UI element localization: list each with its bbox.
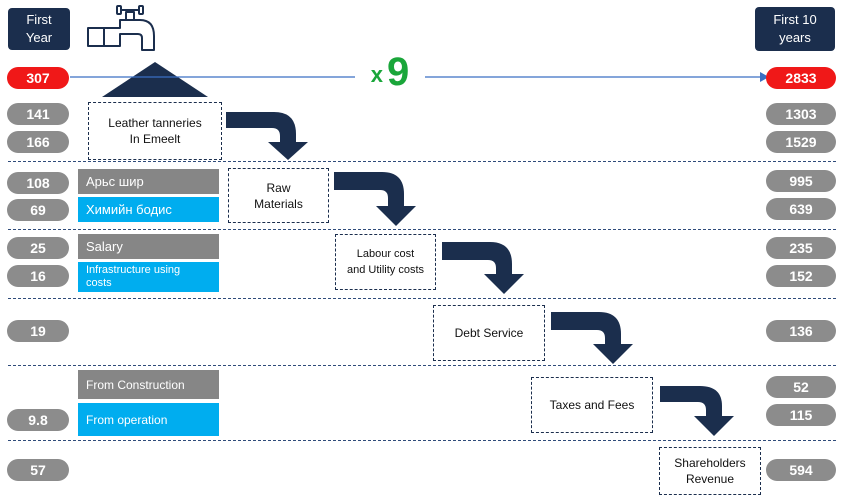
category-from-operation: From operation [78,403,219,436]
debt-service-label: Debt Service [454,326,524,340]
taxes-first-year-value: 9.8 [7,409,69,431]
leather-tanneries-line2: In Emeelt [129,132,181,146]
shareholders-10-years-value: 594 [766,459,836,481]
labour-1-10-years-value: 235 [766,237,836,259]
category-khimiin-bodis: Химийн бодис [78,197,219,222]
raw-2-first-year-value: 69 [7,199,69,221]
category-from-construction: From Construction [78,370,219,399]
first-10-years-header: First 10 years [755,7,835,51]
shareholders-line2: Revenue [685,472,735,486]
first-year-header: First Year [8,8,70,50]
leather-tanneries-box: Leather tanneries In Emeelt [88,102,222,160]
shareholders-line1: Shareholders [674,456,746,470]
raw-1-10-years-value: 995 [766,170,836,192]
raw-materials-line1: Raw [266,180,291,195]
shareholders-revenue-box: Shareholders Revenue [659,447,761,495]
labour-cost-line2: and Utility costs [346,264,425,276]
labour-2-10-years-value: 152 [766,265,836,287]
first-10-years-label: First 10 years [773,12,817,45]
category-salary: Salary [78,234,219,259]
raw-materials-line2: Materials [254,196,303,211]
leather-tanneries-line1: Leather tanneries [108,116,202,130]
labour-1-first-year-value: 25 [7,237,69,259]
curved-arrow-down-icon [551,312,633,364]
labour-2-first-year-value: 16 [7,265,69,287]
total-10-years-value: 2833 [766,67,836,89]
shareholders-first-year-value: 57 [7,459,69,481]
labour-cost-box: Labour cost and Utility costs [335,234,436,290]
multiplier-x: x [370,62,383,87]
water-drop-icon [102,62,208,97]
taxes-2-10-years-value: 115 [766,404,836,426]
category-arhs-shir: Арьс шир [78,169,219,194]
separator-2 [8,229,836,230]
leather-1-first-year-value: 141 [7,103,69,125]
leather-2-first-year-value: 166 [7,131,69,153]
curved-arrow-down-icon [226,112,308,160]
debt-service-box: Debt Service [433,305,545,361]
debt-10-years-value: 136 [766,320,836,342]
taxes-fees-label: Taxes and Fees [549,398,635,412]
raw-2-10-years-value: 639 [766,198,836,220]
debt-first-year-value: 19 [7,320,69,342]
first-year-label: First Year [25,12,53,45]
curved-arrow-down-icon [660,386,734,436]
curved-arrow-down-icon [442,242,524,294]
multiplier-value: 9 [387,49,410,94]
taxes-1-10-years-value: 52 [766,376,836,398]
separator-5 [8,440,836,441]
category-infrastructure: Infrastructure using costs [78,262,219,292]
taxes-fees-box: Taxes and Fees [531,377,653,433]
faucet-icon [87,5,155,51]
separator-3 [8,298,836,299]
separator-4 [8,365,836,366]
separator-1 [8,161,836,162]
labour-cost-line1: Labour cost [356,248,415,260]
leather-2-10-years-value: 1529 [766,131,836,153]
raw-1-first-year-value: 108 [7,172,69,194]
leather-1-10-years-value: 1303 [766,103,836,125]
curved-arrow-down-icon [334,172,416,226]
raw-materials-box: Raw Materials [228,168,329,223]
total-first-year-value: 307 [7,67,69,89]
multiplier: x 9 [355,50,425,94]
